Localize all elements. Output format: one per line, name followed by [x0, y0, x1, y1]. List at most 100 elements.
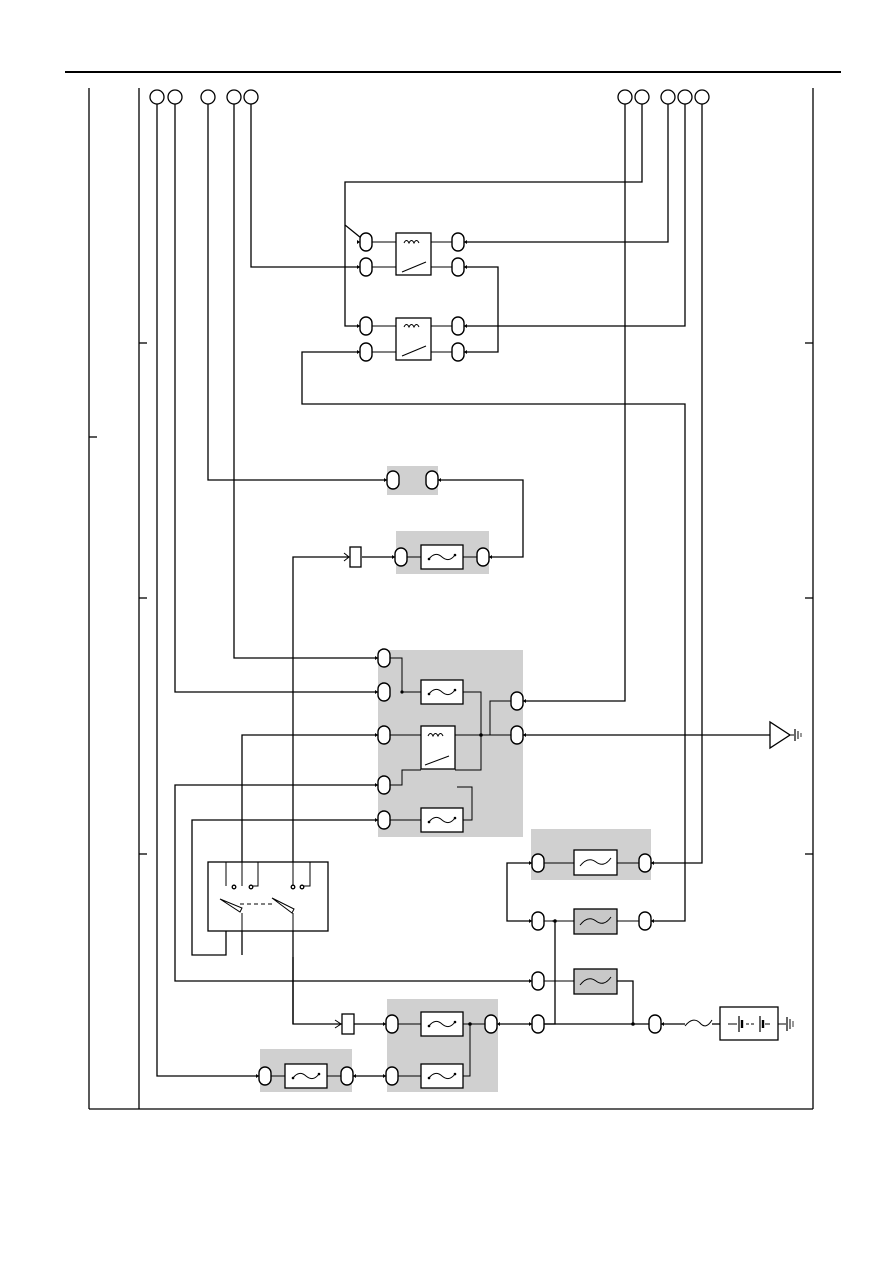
- connector-pin: [382, 1066, 399, 1086]
- relay-upper: [372, 232, 452, 276]
- wire: [457, 786, 473, 821]
- fusible-links: [544, 849, 713, 1027]
- terminal-arrow-icon: [334, 1019, 342, 1029]
- wire: [506, 862, 538, 922]
- switch-contact: [299, 884, 305, 890]
- wire: [517, 104, 626, 702]
- connector-pin: [356, 316, 373, 336]
- connector-pin: [648, 1014, 665, 1034]
- terminal-circle: [694, 89, 710, 105]
- wire: [301, 351, 686, 922]
- relay-coil-icon: [427, 733, 444, 738]
- relay-lower: [372, 317, 452, 361]
- fuse-icon: [420, 1063, 464, 1089]
- inline-terminal: [349, 546, 362, 568]
- wire: [250, 104, 366, 268]
- relay-coil-icon: [403, 240, 420, 245]
- connector-pin: [510, 725, 527, 745]
- wire: [174, 104, 384, 693]
- connector-pin: [528, 1014, 545, 1034]
- switch-contact: [290, 884, 296, 890]
- relay-junction-block: [420, 725, 456, 770]
- wire: [344, 104, 643, 243]
- connector-pin: [638, 911, 655, 931]
- terminal-arrow-icon: [343, 552, 350, 562]
- connector-pin: [451, 232, 468, 252]
- ground-symbol: [769, 720, 802, 750]
- fuse-icon: [420, 807, 464, 833]
- connector-pin: [528, 971, 545, 991]
- wire: [645, 104, 703, 864]
- connector-pin: [374, 725, 391, 745]
- wire: [207, 104, 387, 481]
- relay-contact-icon: [401, 261, 427, 273]
- connector-pin: [451, 342, 468, 362]
- ground-triangle-icon: [769, 720, 792, 750]
- connector-pin: [356, 257, 373, 277]
- wire: [463, 1024, 471, 1077]
- terminal-circle: [167, 89, 183, 105]
- fuse-icon: [284, 1063, 328, 1089]
- connector-pin: [374, 648, 391, 668]
- wire: [390, 657, 421, 693]
- fuse-icon: [420, 1011, 464, 1037]
- terminal-circle: [617, 89, 633, 105]
- inline-terminal: [341, 1013, 355, 1035]
- junction-dot: [400, 690, 404, 694]
- connector-pin: [510, 691, 527, 711]
- connector-pin: [391, 547, 408, 567]
- battery: [719, 1006, 794, 1041]
- terminal-circle: [149, 89, 165, 105]
- wire: [458, 266, 499, 353]
- wire: [292, 556, 349, 1025]
- connector-pin: [451, 316, 468, 336]
- connector-pin: [383, 470, 400, 490]
- connector-pin: [425, 470, 442, 490]
- wire: [458, 104, 669, 243]
- switch-contact: [231, 884, 237, 890]
- fuse-icon: [420, 679, 464, 705]
- connector-pin: [382, 1014, 399, 1034]
- main-fusible-link-icon: [684, 1019, 713, 1027]
- wire: [233, 104, 384, 659]
- terminal-circle: [660, 89, 676, 105]
- connector-pin: [638, 853, 655, 873]
- fusible-link-icon: [573, 968, 618, 995]
- fuse-icon: [420, 544, 464, 570]
- terminal-circle: [634, 89, 650, 105]
- wire: [384, 769, 421, 786]
- terminal-circle: [677, 89, 693, 105]
- switch-lever-icon: [271, 897, 295, 914]
- junction-dot: [468, 1022, 472, 1026]
- junction-dot: [553, 919, 557, 923]
- inline-terminals: [334, 546, 362, 1035]
- junction-dot: [479, 733, 483, 737]
- junction-dots: [400, 690, 635, 1026]
- connector-pin: [528, 911, 545, 931]
- terminal-circle: [243, 89, 259, 105]
- wire: [617, 980, 634, 1024]
- switch-housing: [207, 861, 329, 932]
- junction-dot: [631, 1022, 635, 1026]
- relay-coil-icon: [403, 324, 420, 329]
- fuses: [271, 544, 485, 1089]
- switch-contact: [248, 884, 254, 890]
- relay-contact-icon: [424, 755, 450, 766]
- relay-contact-icon: [401, 345, 427, 357]
- wire: [156, 104, 265, 1077]
- wire: [174, 784, 538, 982]
- fusible-link-icon: [573, 849, 618, 876]
- top-terminals: [149, 89, 710, 105]
- connector-pin: [374, 682, 391, 702]
- wire: [455, 691, 482, 771]
- wire: [432, 479, 524, 558]
- connector-pin: [255, 1066, 272, 1086]
- connector-pin: [374, 810, 391, 830]
- connector-pin: [476, 547, 493, 567]
- connector-pin: [451, 257, 468, 277]
- connector-pin: [340, 1066, 357, 1086]
- terminal-circle: [226, 89, 242, 105]
- fusible-link-icon: [573, 908, 618, 935]
- switch-lever-icon: [219, 898, 243, 913]
